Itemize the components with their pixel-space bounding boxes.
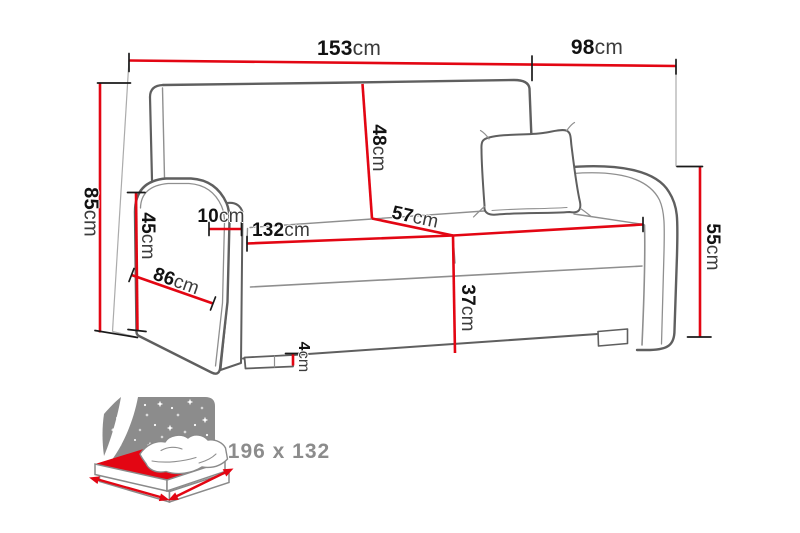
- sleeping-area-size: 196 x 132: [227, 440, 331, 463]
- dim-label-armrest-height: 55cm: [702, 223, 723, 271]
- dimension-ticks: [94, 52, 712, 355]
- dim-label-total-height: 85cm: [79, 187, 102, 237]
- dim-label-seat-width: 132cm: [251, 220, 311, 241]
- dim-label-seat-height: 37cm: [457, 284, 478, 332]
- dim-label-total-depth: 98cm: [570, 36, 624, 59]
- dim-label-backrest-height: 48cm: [368, 124, 389, 172]
- sofa-line-drawing-icon: [133, 78, 679, 375]
- bed-icon: [89, 434, 234, 504]
- sofa-bed-night-icon: [89, 397, 234, 504]
- dim-label-total-width: 153cm: [316, 37, 382, 60]
- double-arrow-icon: [89, 468, 234, 502]
- dim-label-armrest-top-width: 10cm: [197, 206, 245, 227]
- dimension-lines: [98, 59, 702, 366]
- dim-label-leg-height: 4cm: [295, 341, 312, 373]
- dim-label-armrest-front-height: 45cm: [137, 212, 158, 260]
- pillow-icon: [472, 121, 592, 218]
